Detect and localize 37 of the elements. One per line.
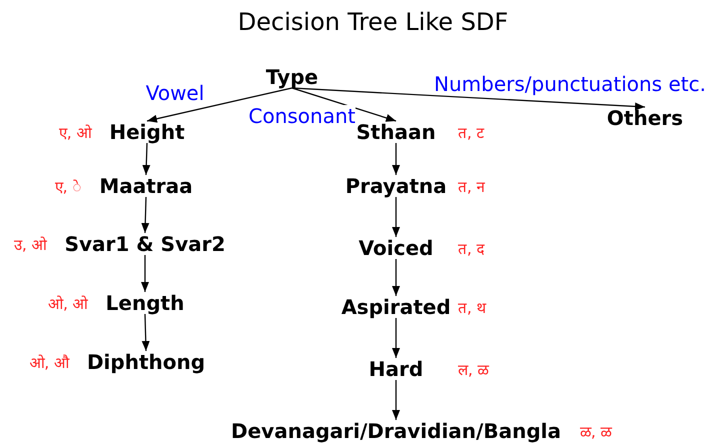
example-letters: त, न bbox=[458, 177, 485, 196]
arrow bbox=[392, 318, 400, 358]
node-label: Diphthong bbox=[86, 351, 206, 373]
arrow bbox=[141, 196, 150, 234]
arrow bbox=[392, 143, 400, 175]
example-letters: ओ, ओ bbox=[48, 294, 88, 313]
example-letters: त, थ bbox=[458, 298, 487, 317]
node-label: Svar1 & Svar2 bbox=[64, 233, 226, 255]
arrow bbox=[142, 142, 150, 176]
example-letters: त, द bbox=[458, 239, 485, 258]
node-label: Type bbox=[266, 66, 318, 88]
arrow bbox=[142, 314, 150, 352]
example-letters: ल, ळ bbox=[458, 360, 489, 379]
node-label: Maatraa bbox=[99, 175, 193, 197]
node-label: Hard bbox=[368, 358, 424, 380]
arrow bbox=[141, 255, 149, 292]
example-letters: उ, ओ bbox=[14, 235, 47, 254]
node-label: Prayatna bbox=[345, 175, 447, 197]
node-label: Height bbox=[109, 121, 185, 143]
example-letters: ओ, औ bbox=[29, 353, 69, 372]
arrow bbox=[392, 259, 400, 296]
edge-label: Numbers/punctuations etc. bbox=[434, 73, 706, 95]
node-label: Voiced bbox=[358, 237, 434, 259]
node-label: Sthaan bbox=[356, 121, 436, 143]
example-letters: ए, ओ bbox=[58, 123, 92, 142]
node-label: Aspirated bbox=[341, 296, 451, 318]
arrow bbox=[392, 380, 400, 420]
example-letters: ए, ◌े bbox=[54, 177, 82, 196]
example-letters: ळ, ळ bbox=[580, 422, 612, 441]
arrow bbox=[292, 87, 396, 122]
node-label: Length bbox=[106, 292, 184, 314]
example-letters: त, ट bbox=[458, 123, 485, 142]
node-label: Devanagari/Dravidian/Bangla bbox=[231, 420, 561, 442]
title: Decision Tree Like SDF bbox=[238, 8, 508, 36]
arrow bbox=[392, 197, 400, 237]
node-label: Others bbox=[606, 107, 684, 129]
arrow bbox=[146, 87, 292, 123]
